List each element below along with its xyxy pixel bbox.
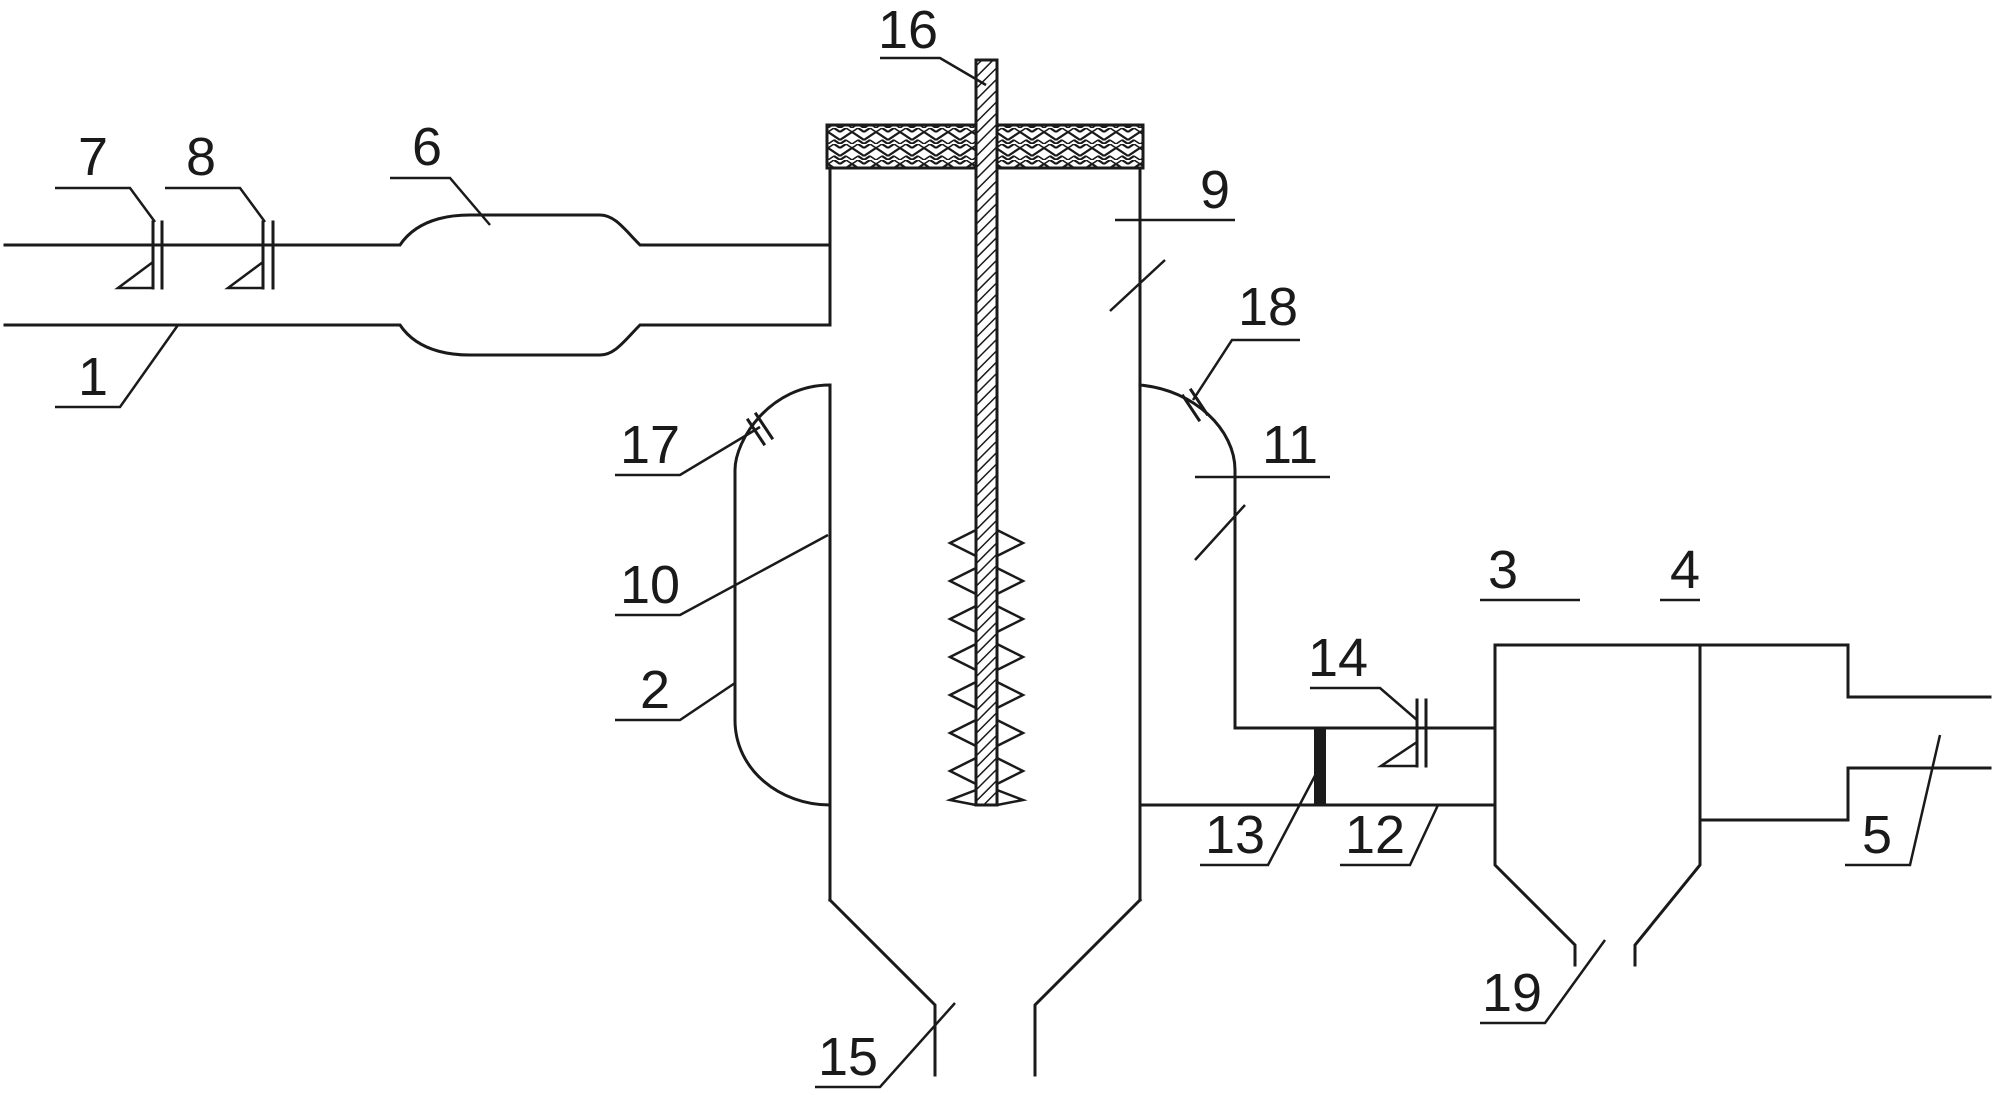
label-13: 13 [1205, 805, 1265, 865]
stirring-shaft [976, 60, 997, 805]
label-8: 8 [186, 127, 216, 187]
label-6: 6 [412, 117, 442, 177]
label-2: 2 [640, 660, 670, 720]
label-15: 15 [818, 1027, 878, 1087]
label-17: 17 [620, 415, 680, 475]
label-18: 18 [1238, 277, 1298, 337]
label-12: 12 [1345, 805, 1405, 865]
label-5: 5 [1862, 805, 1892, 865]
label-4: 4 [1670, 540, 1700, 600]
valve-8 [228, 222, 273, 288]
separator [1495, 645, 1700, 965]
plate-13 [1314, 728, 1326, 805]
inlet-pipe [5, 168, 830, 355]
left-jacket [735, 385, 830, 805]
valve-7 [118, 222, 162, 288]
label-3: 3 [1488, 540, 1518, 600]
label-1: 1 [78, 347, 108, 407]
label-19: 19 [1482, 963, 1542, 1023]
label-16: 16 [878, 0, 938, 60]
label-9: 9 [1200, 160, 1230, 220]
label-10: 10 [620, 555, 680, 615]
label-14: 14 [1308, 628, 1368, 688]
label-11: 11 [1262, 415, 1318, 475]
unit-4 [1700, 645, 1990, 820]
label-7: 7 [78, 127, 108, 187]
